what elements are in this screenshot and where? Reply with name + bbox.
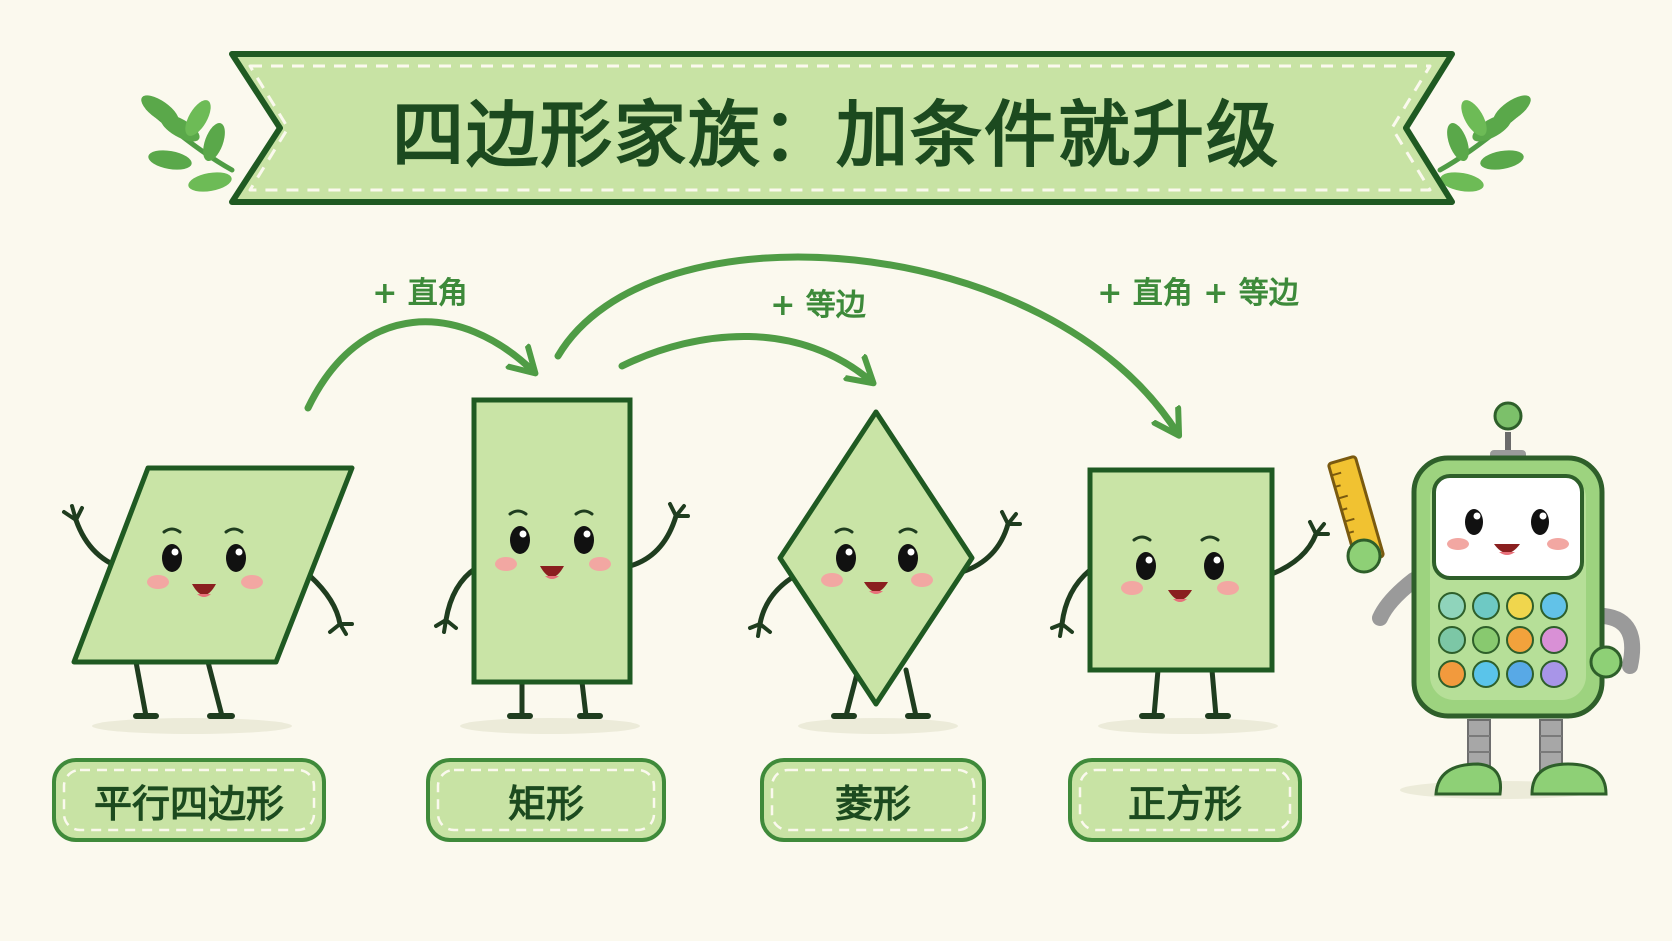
page-title: 四边形家族：加条件就升级	[391, 92, 1280, 177]
shape-label-parallelogram: 平行四边形	[93, 781, 284, 826]
parallelogram-character	[62, 465, 355, 719]
shape-label-square: 正方形	[1127, 781, 1242, 826]
label-box-square	[1068, 758, 1302, 842]
title-banner	[229, 51, 1455, 205]
label-box-rhombus	[760, 758, 986, 842]
leaf-branch-left-icon	[141, 95, 235, 192]
rectangle-character	[434, 397, 690, 719]
label-box-parallelogram	[52, 758, 326, 842]
rhombus-character	[748, 409, 1022, 719]
arrow-label-right-angle: + 直角	[372, 276, 468, 311]
arrow-parallelogram-to-rectangle	[304, 318, 534, 412]
leaf-branch-right-icon	[1437, 95, 1531, 192]
shape-label-rhombus: 菱形	[834, 781, 911, 826]
arrow-rectangle-to-rhombus	[618, 332, 872, 382]
shape-label-rectangle: 矩形	[507, 781, 584, 826]
arrow-rectangle-to-square	[554, 253, 1178, 434]
arrow-label-equal-sides: + 等边	[770, 288, 866, 323]
label-box-rectangle	[426, 758, 666, 842]
arrow-label-right-angle-and-equal-sides: + 直角 + 等边	[1097, 276, 1299, 311]
calculator-robot-mascot-icon	[1327, 401, 1641, 796]
square-character	[1050, 467, 1330, 719]
